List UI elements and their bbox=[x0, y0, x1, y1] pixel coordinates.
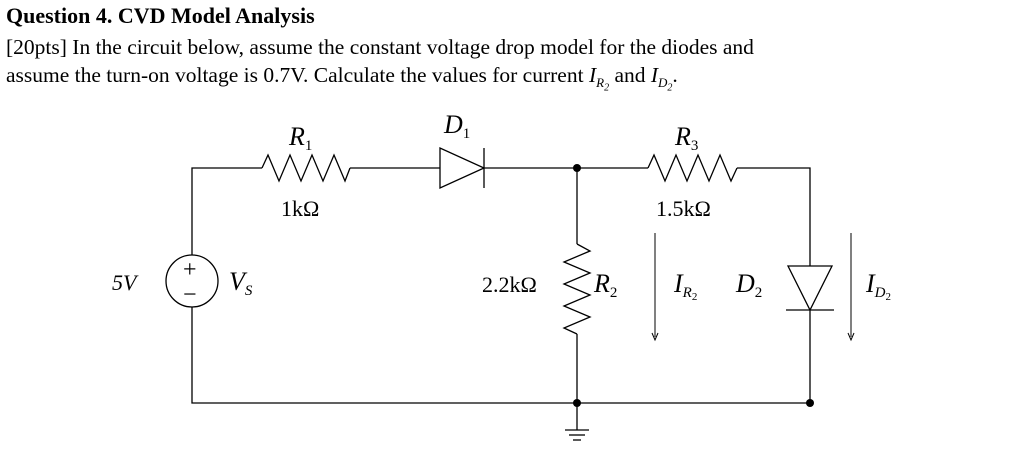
r1-resistor bbox=[261, 153, 351, 183]
r2-value: 2.2kΩ bbox=[482, 272, 537, 297]
problem-line-2-text: assume the turn-on voltage is 0.7V. Calc… bbox=[6, 63, 589, 87]
r1-label: R1 bbox=[288, 122, 312, 154]
current-arrow-r2 bbox=[651, 233, 659, 342]
d1-diode bbox=[439, 146, 486, 190]
r2-label: R2 bbox=[593, 269, 617, 301]
current-d2-label: ID2 bbox=[865, 269, 891, 303]
problem-line-2: assume the turn-on voltage is 0.7V. Calc… bbox=[6, 61, 1028, 103]
source-label: VS bbox=[229, 267, 253, 299]
var-i-d2: ID2 bbox=[650, 63, 673, 94]
r2-resistor bbox=[562, 243, 592, 335]
source-minus-sign: − bbox=[183, 282, 197, 308]
wires bbox=[191, 167, 811, 430]
r1-value: 1kΩ bbox=[281, 196, 319, 221]
problem-line-2-and: and bbox=[609, 63, 651, 87]
d2-diode bbox=[786, 265, 834, 312]
ground-icon bbox=[565, 429, 589, 441]
current-arrow-d2 bbox=[847, 233, 855, 342]
d2-label: D2 bbox=[735, 269, 762, 301]
junction-node-top bbox=[573, 164, 581, 172]
var-i-r2: IR2 bbox=[588, 63, 610, 94]
question-heading: Question 4. CVD Model Analysis bbox=[6, 3, 315, 28]
r3-value: 1.5kΩ bbox=[656, 196, 711, 221]
d1-label: D1 bbox=[443, 110, 470, 142]
junction-node-bottom-mid bbox=[573, 399, 581, 407]
problem-statement: [20pts] In the circuit below, assume the… bbox=[6, 33, 1028, 103]
r3-resistor bbox=[647, 153, 738, 183]
problem-line-2-end: . bbox=[672, 63, 678, 87]
r3-label: R3 bbox=[674, 122, 698, 154]
source-plus-sign: + bbox=[183, 257, 197, 283]
source-value: 5V bbox=[112, 270, 139, 295]
junction-node-bottom-right bbox=[806, 399, 814, 407]
voltage-source bbox=[165, 254, 219, 308]
problem-line-1: [20pts] In the circuit below, assume the… bbox=[6, 35, 754, 59]
current-r2-label: IR2 bbox=[673, 269, 697, 303]
